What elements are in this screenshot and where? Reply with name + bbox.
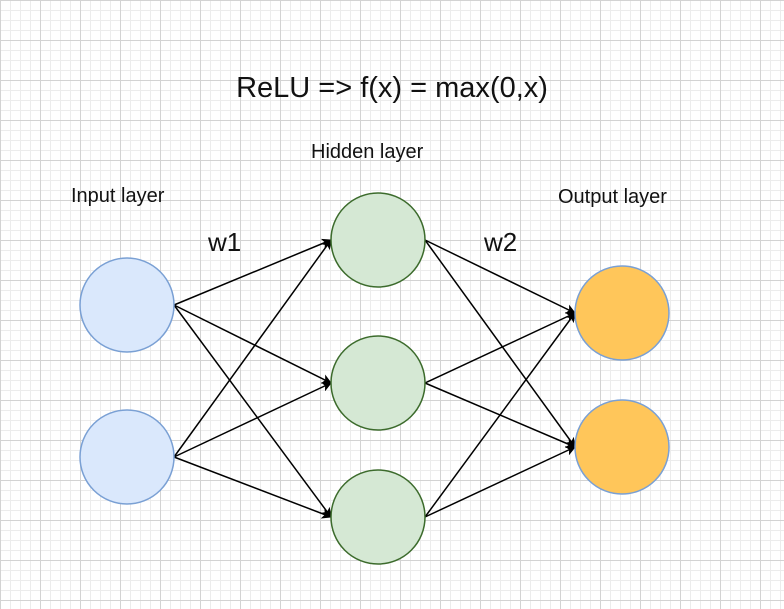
weight-label-w1: w1	[208, 227, 242, 257]
output-node-2	[574, 399, 670, 495]
hidden-node-2	[330, 335, 426, 431]
edge-input-2-to-hidden-3	[173, 456, 332, 519]
output-layer-label: Output layer	[558, 186, 667, 208]
hidden-node-3	[330, 469, 426, 565]
nodes-group	[79, 192, 670, 565]
edge-hidden-1-to-output-2	[424, 239, 576, 448]
weight-label-w2: w2	[484, 227, 518, 257]
input-layer-label: Input layer	[71, 185, 165, 207]
edge-input-1-to-hidden-2	[173, 304, 332, 384]
hidden-node-1	[330, 192, 426, 288]
edge-input-2-to-hidden-2	[173, 382, 332, 458]
edge-hidden-2-to-output-1	[424, 312, 576, 384]
output-node-1	[574, 265, 670, 361]
hidden-layer-label: Hidden layer	[311, 141, 424, 163]
edge-input-1-to-hidden-1	[173, 238, 332, 306]
input-node-2	[79, 409, 175, 505]
edge-input-1-to-hidden-3	[173, 304, 332, 518]
edge-input-2-to-hidden-1	[173, 239, 332, 458]
edge-hidden-3-to-output-1	[424, 312, 576, 518]
edge-hidden-1-to-output-1	[424, 239, 576, 314]
diagram-title: ReLU => f(x) = max(0,x)	[236, 72, 548, 104]
input-node-1	[79, 257, 175, 353]
edges-group	[173, 238, 576, 519]
edge-hidden-3-to-output-2	[424, 446, 576, 518]
